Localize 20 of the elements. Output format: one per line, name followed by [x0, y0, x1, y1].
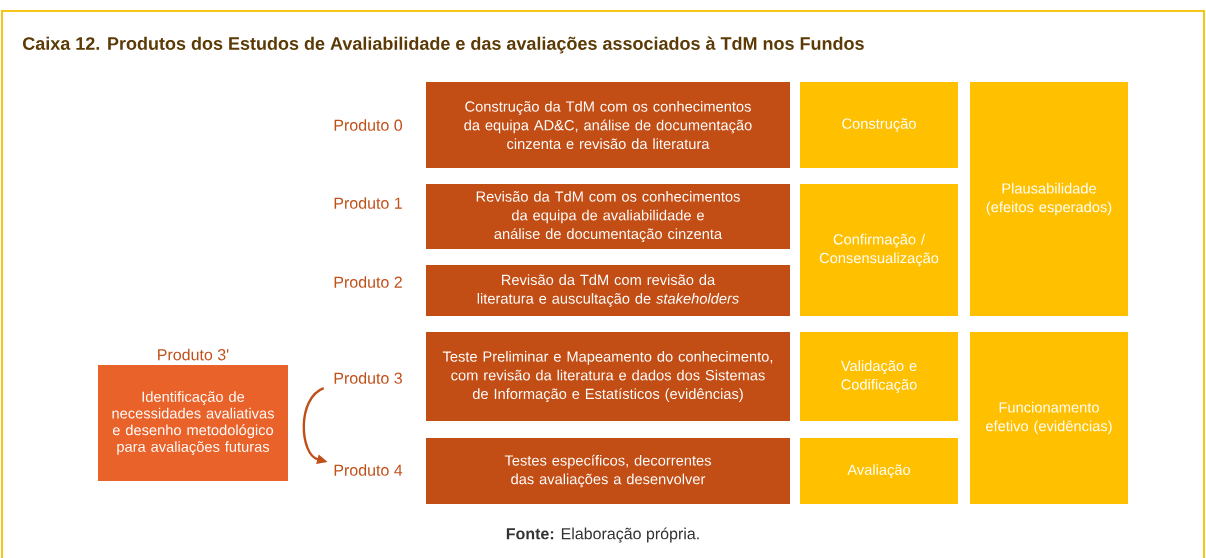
product-label: Produto 3 [334, 372, 402, 384]
process-box: Revisão da TdM com revisão da literatura e auscultação de stakeholders [426, 265, 790, 316]
process-box: Construção da TdM com os conhecimentos da equipa AD&C, análise de documentação cinzenta e revisão da literatura [426, 82, 790, 168]
process-box: Validação e Codificação [800, 332, 958, 421]
process-box: Teste Preliminar e Mapeamento do conhecimento, com revisão da literatura e dados dos Sistemas de Informação e Estatísticos (evidências) [426, 332, 790, 421]
product-label: Produto 4 [334, 464, 403, 476]
caption: Fonte: Elaboração própria. [506, 527, 699, 543]
title: Caixa 12. Produtos dos Estudos de Avaliabilidade e das avaliações associados à TdM nos Fundos [23, 36, 864, 54]
box-heading: Produto 3' [158, 348, 229, 361]
process-box: Avaliação [800, 438, 958, 504]
product-label: Produto 1 [334, 197, 402, 209]
process-box: Testes específicos, decorrentes das avaliações a desenvolver [426, 438, 790, 504]
process-box: Construção [800, 82, 958, 168]
product-label: Produto 2 [334, 276, 402, 288]
process-box: Revisão da TdM com os conhecimentos da equipa de avaliabilidade e análise de documentação cinzenta [426, 184, 790, 249]
product-label: Produto 0 [334, 119, 403, 131]
process-box: Plausabilidade (efeitos esperados) [970, 82, 1128, 316]
process-box: Identificação de necessidades avaliativas e desenho metodológico para avaliações futuras [98, 365, 288, 481]
process-box: Confirmação / Consensualização [800, 184, 958, 316]
process-box: Funcionamento efetivo (evidências) [970, 332, 1128, 504]
